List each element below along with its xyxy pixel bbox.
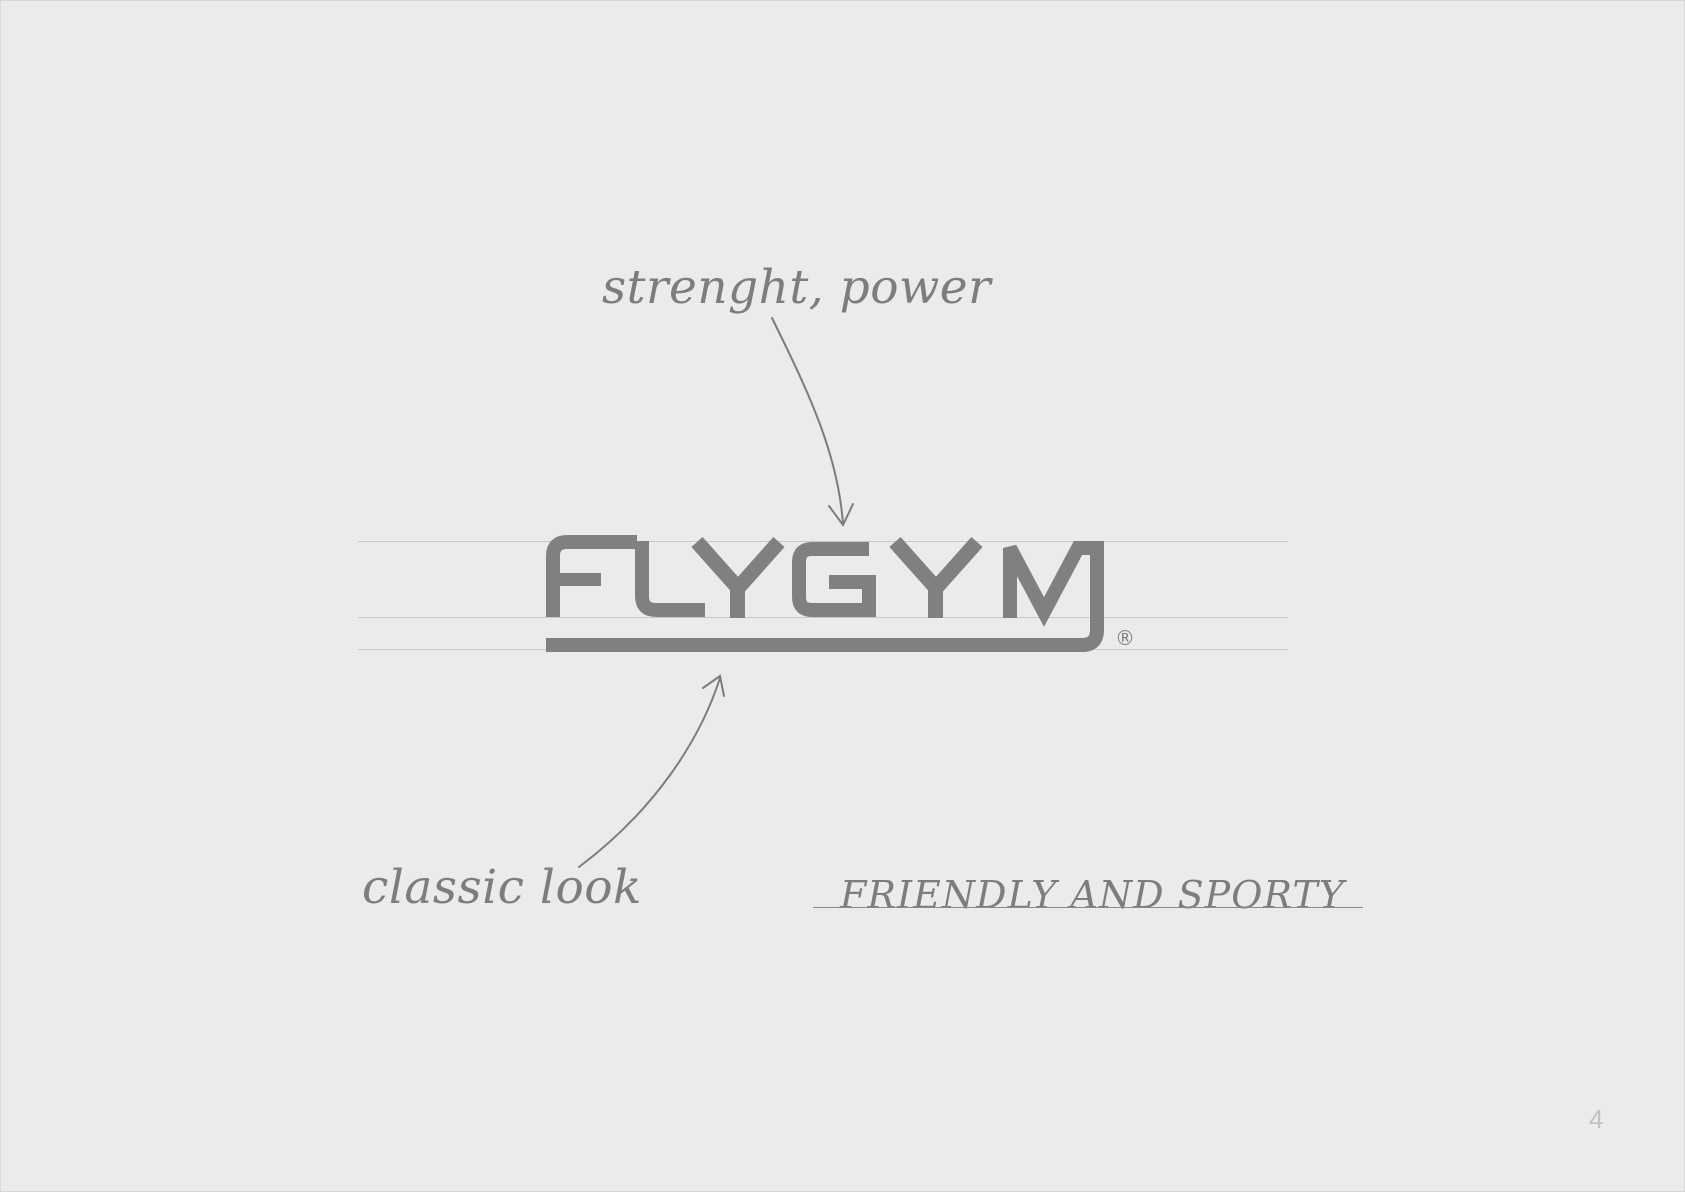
annotation-classic-look: classic look (362, 860, 643, 915)
flygym-wordmark-logo (546, 535, 1104, 652)
registered-mark: ® (1115, 626, 1135, 650)
page-number: 4 (1589, 1104, 1604, 1134)
annotation-strength-power: strenght, power (602, 260, 992, 315)
arrow-up-icon (578, 674, 725, 868)
annotation-underline (813, 907, 1363, 908)
guide-line-cap (358, 541, 1288, 542)
guide-line-baseline (358, 617, 1288, 618)
arrow-down-icon (771, 317, 854, 527)
